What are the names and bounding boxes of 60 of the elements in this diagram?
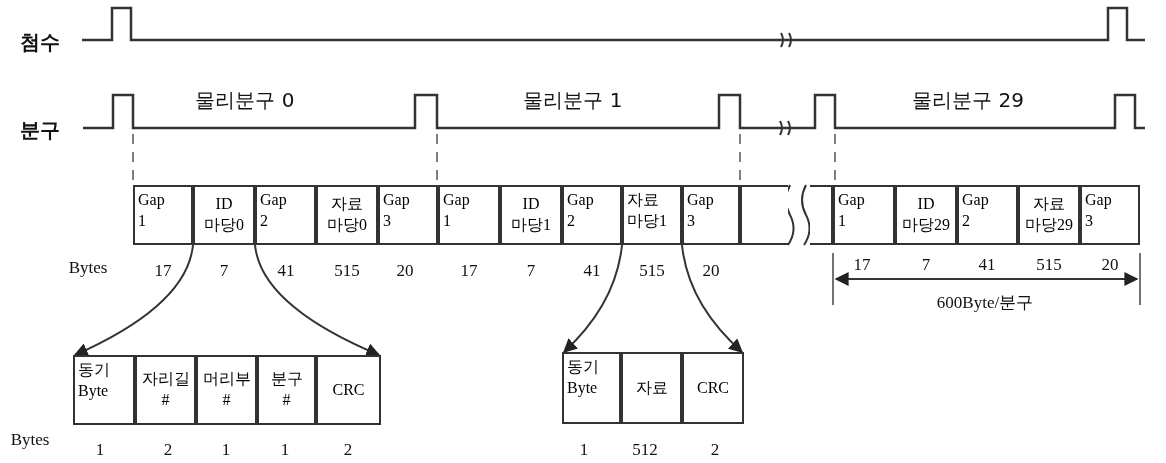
- byte-count: 20: [702, 261, 720, 281]
- sector-label: 물리분구 1: [523, 86, 623, 114]
- byte-count: 17: [460, 261, 478, 281]
- id-field: ID 마당0: [193, 185, 255, 245]
- data-field: 자료 마당1: [622, 185, 682, 245]
- byte-count: 17: [154, 261, 172, 281]
- byte-count: 1: [95, 440, 105, 460]
- gap-field: Gap 3: [682, 185, 740, 245]
- track-field: [740, 185, 788, 245]
- signal-name: 첨수: [20, 28, 60, 56]
- subfield-cell: 분구 #: [257, 355, 316, 425]
- arrow: [681, 244, 743, 353]
- unit-label: Bytes: [68, 258, 108, 278]
- data-field: 자료 마당0: [316, 185, 378, 245]
- unit-label: Bytes: [10, 430, 50, 450]
- signal-name: 분구: [20, 116, 60, 144]
- byte-count: 41: [277, 261, 295, 281]
- byte-count: 2: [710, 440, 720, 460]
- subfield-cell: 머리부 #: [196, 355, 257, 425]
- byte-count: 1: [221, 440, 231, 460]
- byte-count: 515: [334, 261, 360, 281]
- subfield-cell: 동기 Byte: [73, 355, 135, 425]
- gap-field: Gap 2: [957, 185, 1018, 245]
- gap-field: Gap 1: [133, 185, 193, 245]
- gap-field: Gap 3: [1080, 185, 1140, 245]
- byte-count: 515: [1036, 255, 1062, 275]
- byte-count: 1: [280, 440, 290, 460]
- subfield-cell: 동기 Byte: [562, 352, 621, 424]
- byte-count: 41: [978, 255, 996, 275]
- subfield-cell: 자리길 #: [135, 355, 196, 425]
- arrow: [73, 244, 194, 357]
- byte-count: 7: [921, 255, 931, 275]
- byte-count: 20: [396, 261, 414, 281]
- byte-count: 17: [853, 255, 871, 275]
- gap-field: Gap 3: [378, 185, 438, 245]
- sector-label: 물리분구 0: [195, 86, 295, 114]
- gap-field: Gap 2: [255, 185, 316, 245]
- byte-count: 20: [1101, 255, 1119, 275]
- byte-count: 7: [526, 261, 536, 281]
- byte-count: 7: [219, 261, 229, 281]
- byte-count: 2: [163, 440, 173, 460]
- id-field: ID 마당29: [895, 185, 957, 245]
- arrow: [254, 244, 381, 357]
- data-field: 자료 마당29: [1018, 185, 1080, 245]
- byte-count: 515: [639, 261, 665, 281]
- byte-count: 2: [343, 440, 353, 460]
- subfield-cell: CRC: [682, 352, 744, 424]
- track-field: [810, 185, 833, 245]
- subfield-cell: CRC: [316, 355, 381, 425]
- byte-count: 512: [632, 440, 658, 460]
- id-field: ID 마당1: [500, 185, 562, 245]
- dimension-label: 600Byte/분구: [936, 291, 1034, 314]
- byte-count: 1: [579, 440, 589, 460]
- sector-label: 물리분구 29: [912, 86, 1024, 114]
- byte-count: 41: [583, 261, 601, 281]
- gap-field: Gap 1: [438, 185, 500, 245]
- gap-field: Gap 2: [562, 185, 622, 245]
- gap-field: Gap 1: [833, 185, 895, 245]
- subfield-cell: 자료: [621, 352, 682, 424]
- arrow: [563, 244, 623, 353]
